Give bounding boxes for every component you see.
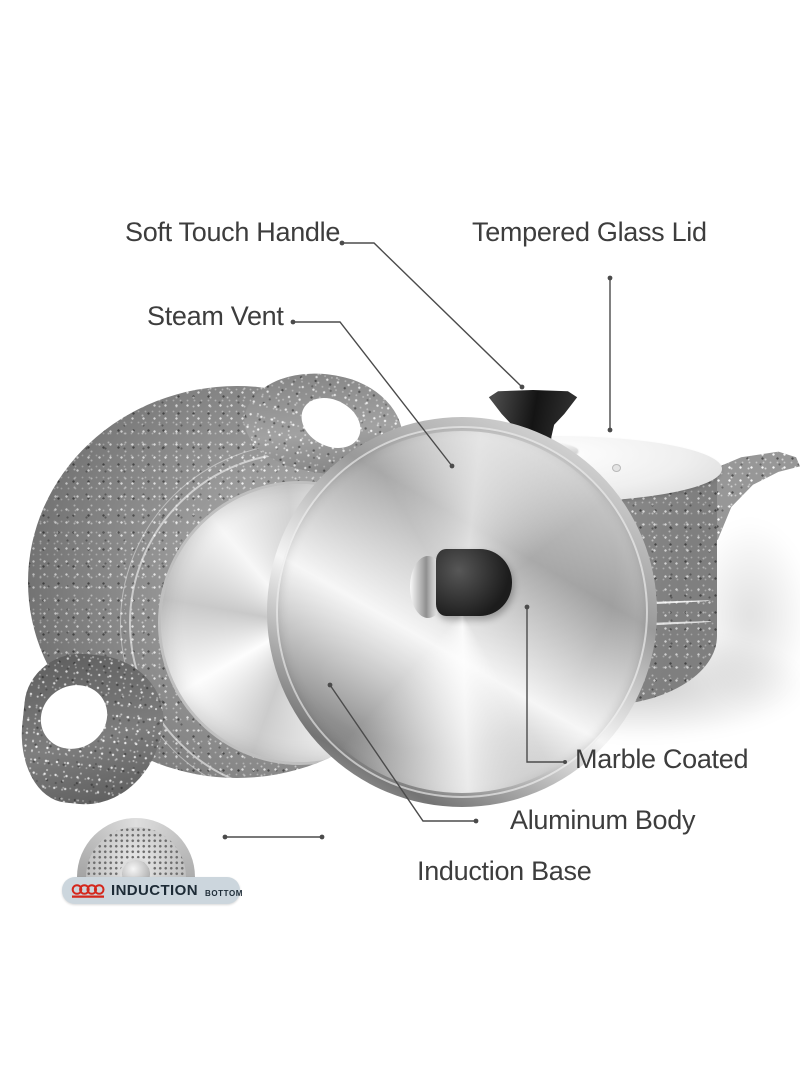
callout-aluminum-body: Aluminum Body <box>510 805 696 835</box>
line-marble-coated <box>526 607 565 763</box>
induction-badge-sublabel: BOTTOM <box>204 888 244 898</box>
lid-rivet <box>612 464 621 472</box>
induction-base-photo <box>77 818 195 880</box>
callout-steam-vent: Steam Vent <box>147 301 284 331</box>
induction-coil-icon <box>71 884 105 898</box>
callout-tempered-glass-lid: Tempered Glass Lid <box>472 217 707 247</box>
line-aluminum-body <box>329 684 476 822</box>
induction-base-cap <box>122 860 150 880</box>
callout-marble-coated: Marble Coated <box>575 744 749 774</box>
standing-lid-knob <box>436 549 512 616</box>
callout-induction-base: Induction Base <box>417 856 592 886</box>
line-end-dots <box>222 240 613 840</box>
callout-soft-touch-handle: Soft Touch Handle <box>125 217 341 247</box>
line-soft-touch-handle <box>342 242 523 388</box>
induction-badge: INDUCTION BOTTOM <box>62 877 244 904</box>
induction-badge-label: INDUCTION <box>111 882 198 899</box>
line-steam-vent <box>293 321 453 467</box>
